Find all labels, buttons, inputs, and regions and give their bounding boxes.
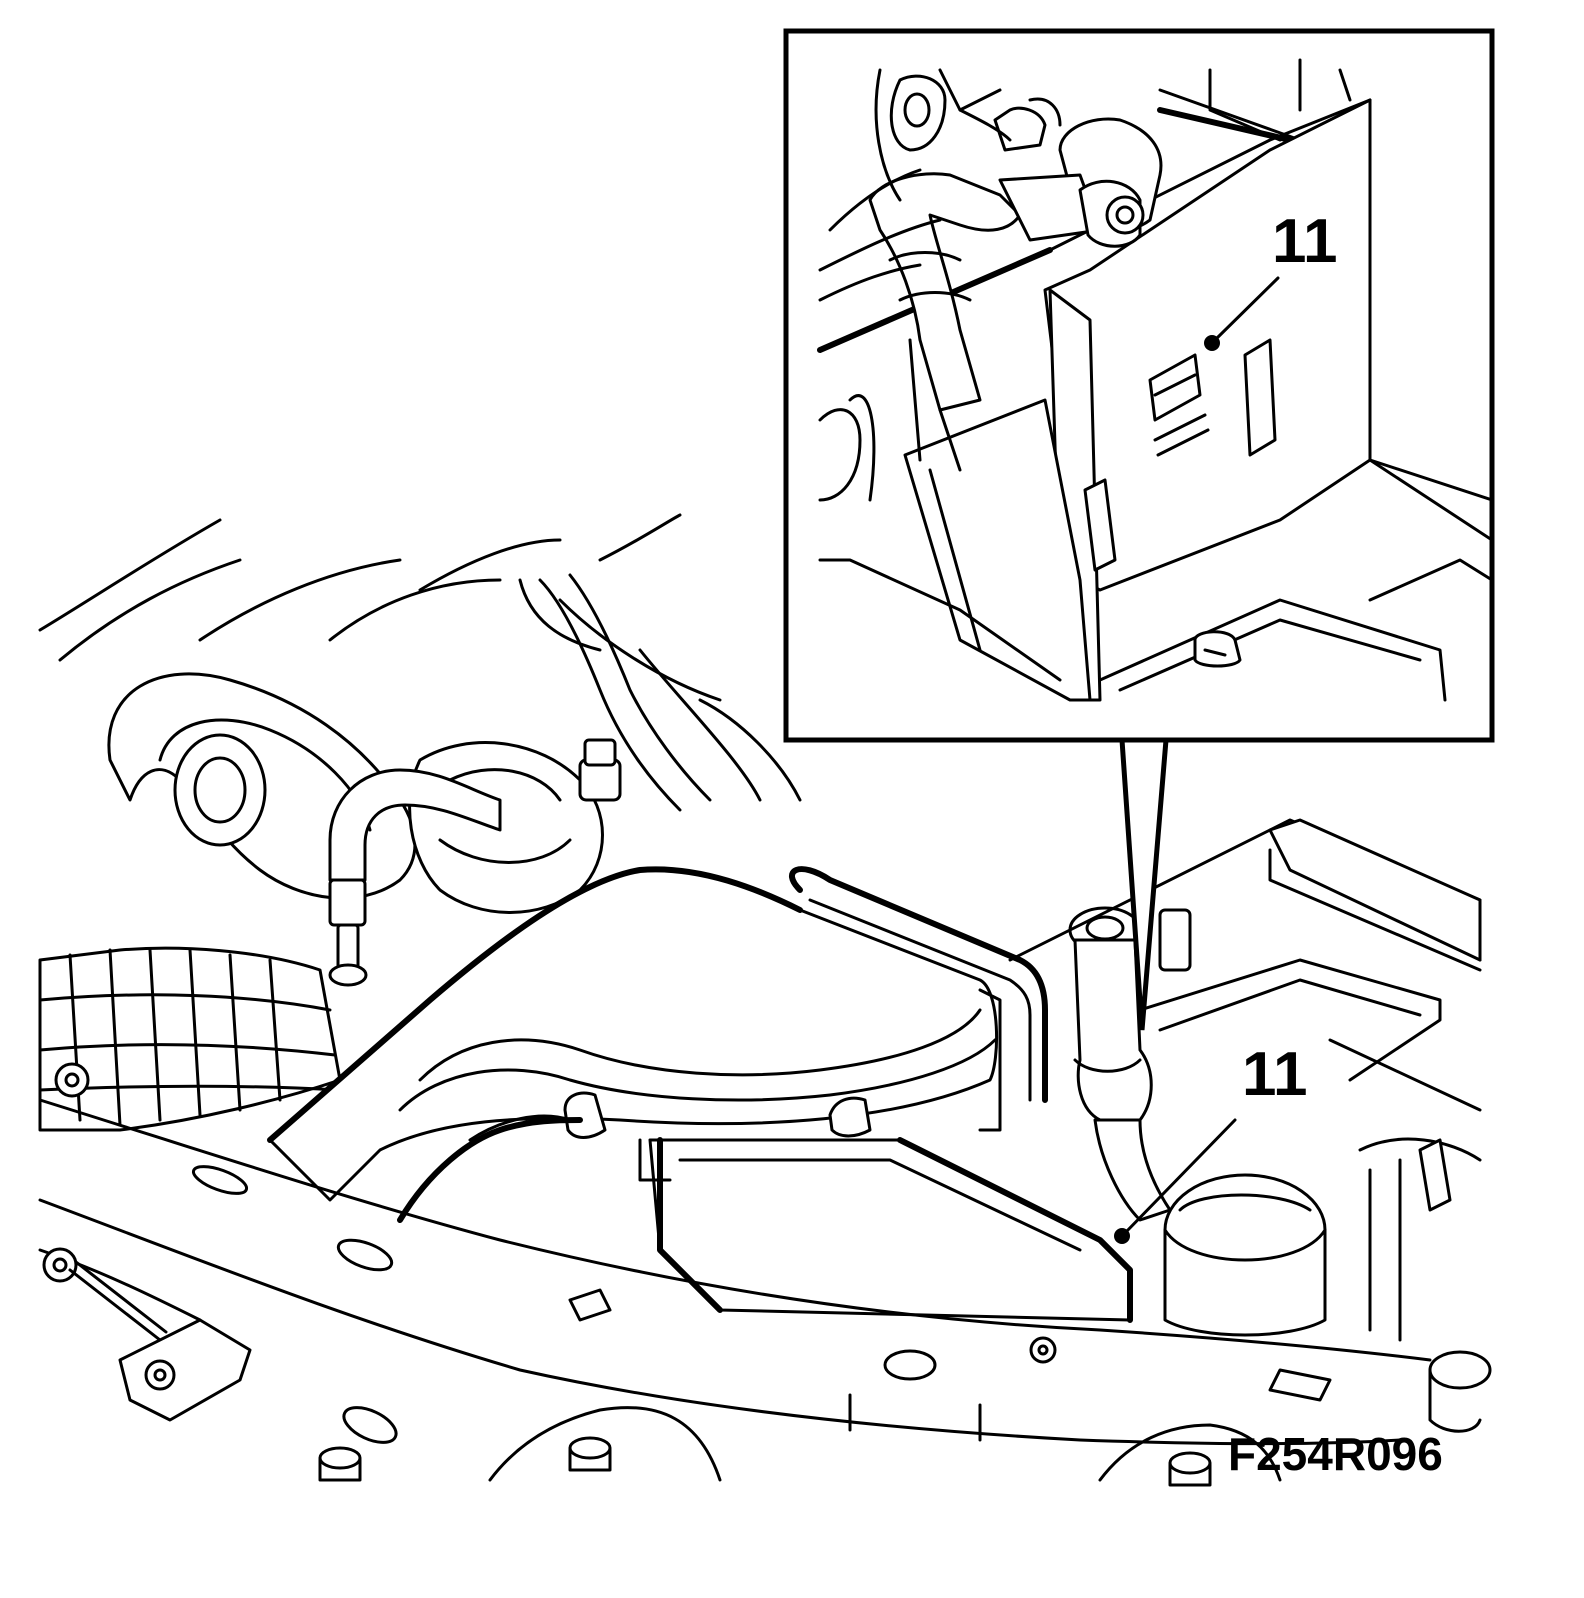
callout-label-inset: 11 <box>1272 207 1338 276</box>
inset-drawing <box>817 58 1492 702</box>
right-components <box>1008 818 1492 1433</box>
battery-box <box>397 1114 1133 1323</box>
front-crossmember <box>38 1062 1432 1446</box>
air-intake-duct <box>267 866 1048 1202</box>
callout-leader-inset <box>1213 276 1280 342</box>
callout-leader-main <box>1123 1118 1237 1235</box>
detail-inset <box>783 28 1495 1031</box>
figure-code: F254R096 <box>1228 1428 1443 1480</box>
engine-components <box>38 513 802 1132</box>
callout-label-main: 11 <box>1242 1040 1308 1109</box>
inset-frame <box>783 28 1495 743</box>
inset-pointer <box>1120 740 1168 1030</box>
engine-bay-illustration <box>38 513 1492 1487</box>
inset-pointer-outline <box>1119 739 1169 1031</box>
lower-hardware <box>42 1247 1282 1487</box>
callout-dot-inset <box>1204 335 1220 351</box>
connector-plug <box>1068 906 1192 1222</box>
callout-dot-main <box>1114 1228 1130 1244</box>
